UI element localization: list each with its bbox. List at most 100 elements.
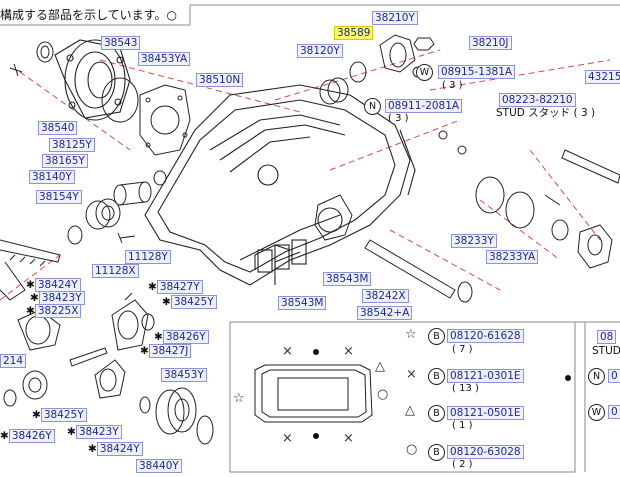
part-label-38210y[interactable]: 38210Y (372, 11, 418, 25)
part-label-38233y[interactable]: 38233Y (451, 234, 497, 248)
legend-badge-b-1: B (428, 328, 445, 345)
side-retainer (314, 194, 353, 241)
gasket (101, 77, 139, 123)
part-label-38543[interactable]: 38543 (101, 36, 141, 50)
legend-right-n-part[interactable]: 0 (608, 369, 620, 383)
tube-seal (457, 281, 473, 303)
part-ref-38225x[interactable]: ✱38225X (26, 304, 82, 318)
legend-badge-b-4: B (428, 444, 445, 461)
part-label-38589[interactable]: 38589 (334, 26, 374, 40)
part-ref-38427y[interactable]: ✱38427Y (148, 280, 203, 294)
drain-bolt (117, 232, 136, 244)
part-label-38233ya[interactable]: 38233YA (486, 250, 539, 264)
part-ref-38423y[interactable]: ✱38423Y (30, 291, 85, 305)
legend-right-w-part[interactable]: 0 (608, 405, 620, 419)
axle-stub (544, 149, 620, 206)
part-ref-38424y-2[interactable]: ✱38424Y (88, 442, 143, 456)
pattern-cross-marker-4: × (343, 431, 354, 446)
part-ref-38426y-1[interactable]: ✱38426Y (154, 330, 209, 344)
fastener-detail-panel (229, 321, 576, 473)
part-label-43215[interactable]: 43215 (585, 70, 620, 84)
pattern-cross-marker-2: × (343, 344, 354, 359)
part-label-11128x[interactable]: 11128X (92, 264, 139, 278)
oil-seal-front (349, 61, 367, 83)
side-bearing (155, 387, 197, 435)
part-label-38140y[interactable]: 38140Y (29, 170, 75, 184)
part-label-38543m-1[interactable]: 38543M (323, 272, 372, 286)
axle-tube (364, 239, 456, 299)
oil-seal (36, 41, 54, 63)
pinion-mate-gear (111, 299, 149, 351)
right-seal (551, 219, 569, 241)
thrust-washer (141, 313, 155, 331)
legend-right-part-fragment[interactable]: 08 (597, 330, 617, 344)
part-label-38210j[interactable]: 38210J (469, 36, 512, 50)
part-label-38510n[interactable]: 38510N (196, 73, 244, 87)
badge-w: W (416, 64, 433, 81)
part-label-08911-2081a[interactable]: 08911-2081A (385, 99, 463, 113)
legend-part-08120-63028[interactable]: 08120-63028 (447, 445, 524, 459)
legend-part-08120-61628[interactable]: 08120-61628 (447, 329, 524, 343)
pattern-cross-marker-1: × (282, 344, 293, 359)
part-ref-38425y-1[interactable]: ✱38425Y (162, 295, 217, 309)
legend-part-08121-0301e[interactable]: 08121-0301E (447, 369, 524, 383)
part-label-08915-1381a[interactable]: 08915-1381A (438, 65, 516, 79)
part-label-38453y[interactable]: 38453Y (161, 368, 207, 382)
legend-circle-symbol: ○ (406, 442, 418, 457)
gear-small (22, 370, 48, 400)
legend-right-badge-n: N (588, 368, 605, 385)
part-ref-38424y[interactable]: ✱38424Y (26, 278, 81, 292)
caption-dot: ○ (166, 8, 177, 22)
diagram-caption: 構成する部品を示しています。○ (0, 6, 177, 23)
part-ref-38425y-2[interactable]: ✱38425Y (32, 408, 87, 422)
part-label-38120y[interactable]: 38120Y (297, 44, 343, 58)
qty-08915: ( 3 ) (442, 80, 463, 91)
washer (67, 225, 83, 245)
legend-part-08121-0501e[interactable]: 08121-0501E (447, 406, 524, 420)
legend-triangle-symbol: △ (405, 403, 415, 418)
bearing (85, 198, 121, 230)
part-ref-38423y-2[interactable]: ✱38423Y (67, 425, 122, 439)
legend-qty-4: ( 2 ) (452, 459, 473, 470)
bolt-pattern-outline (254, 364, 373, 423)
nut-n (438, 130, 448, 140)
lock-pin (124, 292, 133, 301)
qty-08911: ( 3 ) (388, 113, 409, 124)
front-bearing (319, 77, 349, 105)
side-flange (54, 39, 131, 121)
legend-qty-2: ( 13 ) (452, 383, 479, 394)
part-label-214[interactable]: 214 (0, 354, 27, 368)
companion-flange (379, 34, 416, 73)
collar (113, 181, 152, 206)
part-ref-38427j[interactable]: ✱38427J (140, 344, 192, 358)
cover-gasket (139, 84, 191, 156)
bolt (9, 63, 23, 77)
badge-n: N (364, 98, 381, 115)
legend-qty-1: ( 7 ) (452, 344, 473, 355)
legend-right-stud: STUD (592, 345, 620, 357)
bolt-markers (313, 349, 571, 439)
pattern-circle-marker: ○ (377, 387, 389, 402)
part-ref-38426y-2[interactable]: ✱38426Y (0, 429, 55, 443)
legend-cross-symbol: × (406, 367, 417, 382)
shim-washer (196, 415, 214, 445)
legend-qty-3: ( 1 ) (452, 420, 473, 431)
part-label-38453ya[interactable]: 38453YA (138, 52, 191, 66)
part-label-38165y[interactable]: 38165Y (42, 154, 88, 168)
part-label-38543m-2[interactable]: 38543M (278, 296, 327, 310)
part-label-38540[interactable]: 38540 (38, 121, 78, 135)
part-label-38440y[interactable]: 38440Y (136, 459, 182, 473)
part-label-38242x[interactable]: 38242X (362, 289, 409, 303)
spacer-ring (153, 170, 167, 186)
legend-badge-b-2: B (428, 368, 445, 385)
rear-cover-housing (144, 84, 416, 286)
part-label-08223-82210[interactable]: 08223-82210 (499, 93, 576, 107)
part-label-11128y[interactable]: 11128Y (125, 250, 171, 264)
part-label-38542a[interactable]: 38542+A (357, 306, 413, 320)
part-label-38154y[interactable]: 38154Y (36, 190, 82, 204)
part-label-38125y[interactable]: 38125Y (49, 138, 95, 152)
caption-text: 構成する部品を示しています。 (0, 8, 167, 22)
thrust-washer-2 (3, 389, 17, 407)
